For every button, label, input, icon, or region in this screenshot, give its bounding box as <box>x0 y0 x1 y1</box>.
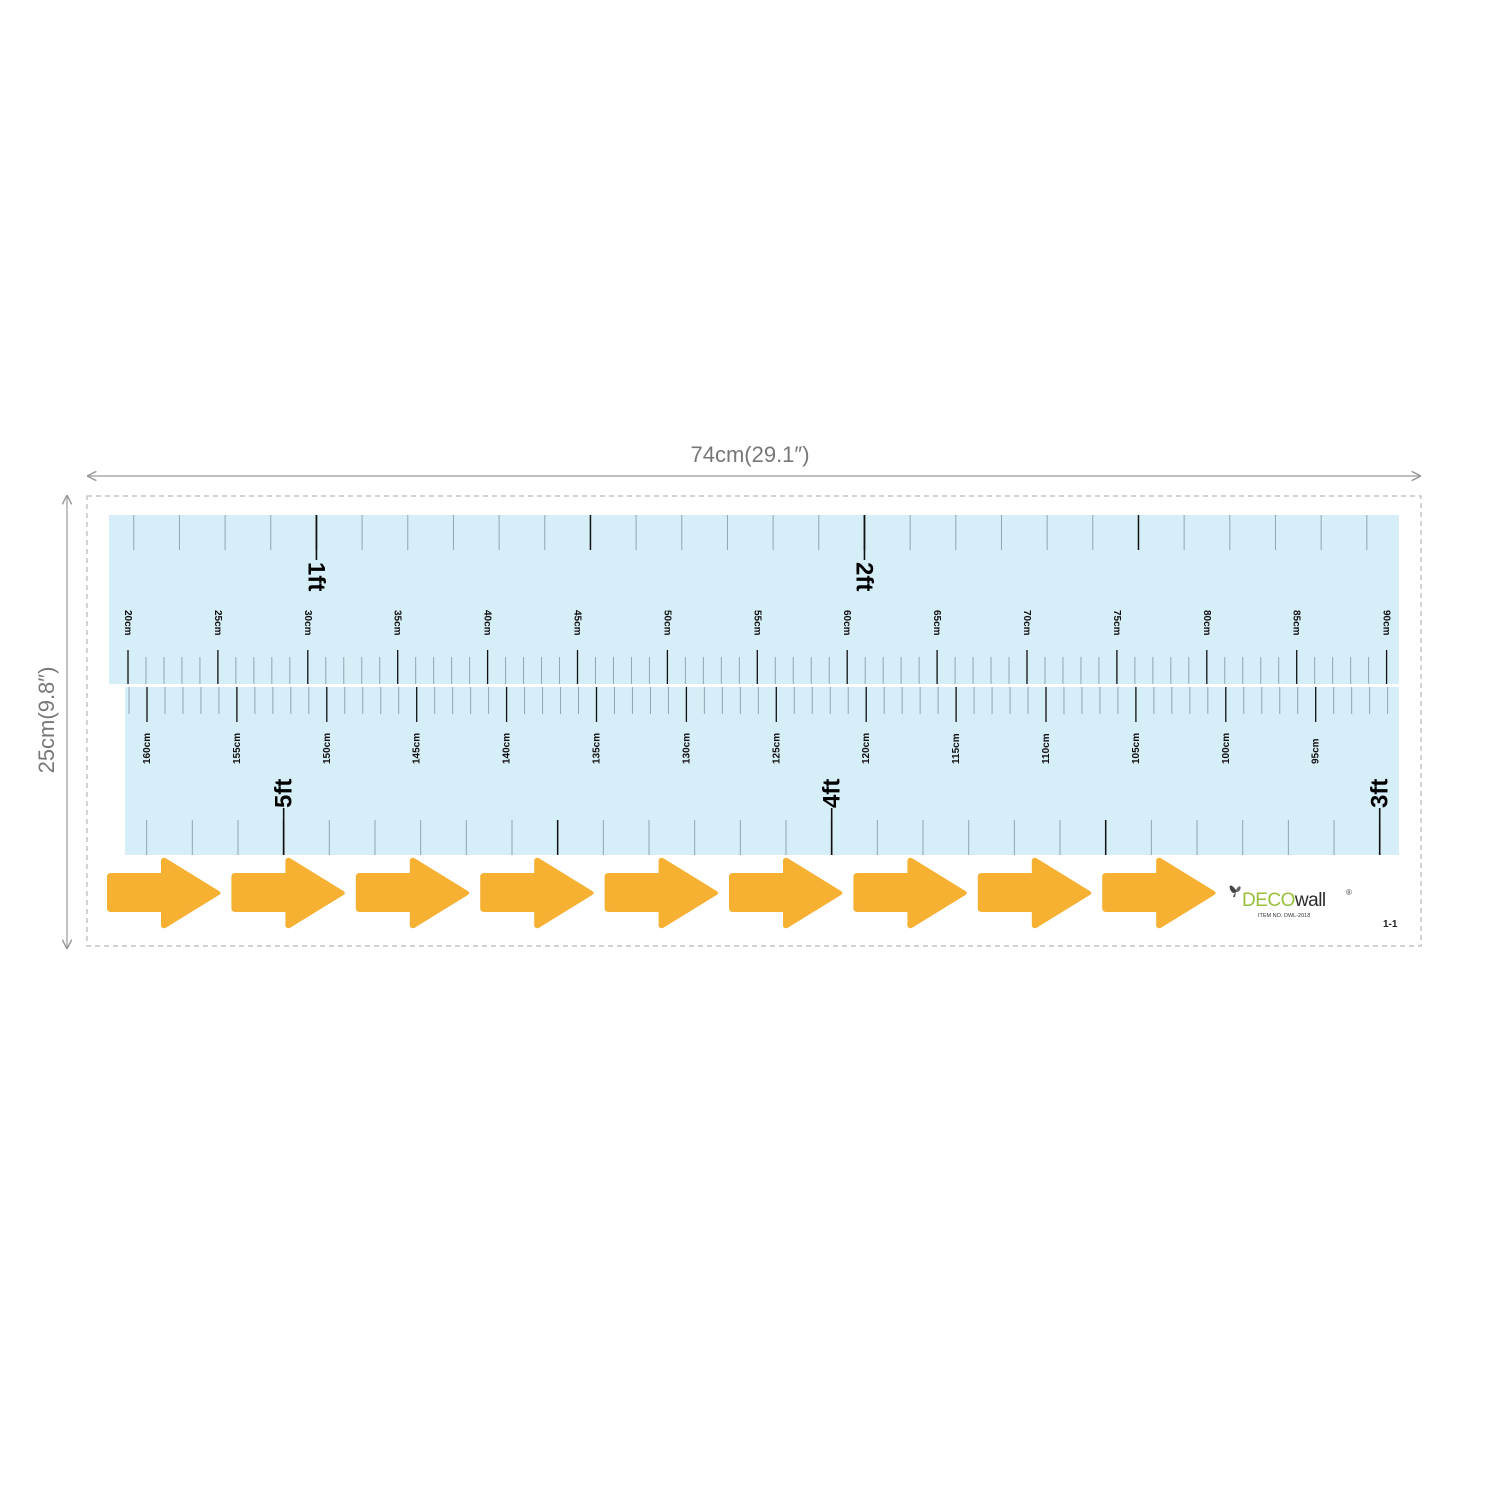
cm-label: 50cm <box>661 610 672 636</box>
cm-label: 120cm <box>861 733 872 764</box>
cm-label: 140cm <box>502 733 513 764</box>
arrow-row <box>107 857 1216 929</box>
butterfly-icon <box>1229 885 1241 898</box>
cm-label: 55cm <box>751 610 762 636</box>
cm-label: 30cm <box>302 610 313 636</box>
cm-label: 125cm <box>771 733 782 764</box>
top-ruler-labels: 20cm 25cm 30cm 35cm 40cm 45cm 50cm 55cm 60cm 65cm… <box>122 562 1392 636</box>
brand-name: DECOwall <box>1242 890 1326 912</box>
top-ruler-strip <box>109 515 1399 684</box>
cm-label: 75cm <box>1111 610 1122 636</box>
cm-label: 105cm <box>1131 733 1142 764</box>
bottom-ruler-labels: 160cm 155cm 150cm 145cm 140cm 135cm 130cm 125cm… <box>142 733 1394 808</box>
bottom-ruler-strip <box>125 687 1399 855</box>
brand-name-prefix: DECO <box>1242 890 1295 911</box>
item-number: ITEM NO. DWL-2018 <box>1258 913 1311 919</box>
cm-label: 115cm <box>951 733 962 764</box>
ft-label: 1ft <box>302 562 329 591</box>
arrow-decal <box>231 857 345 929</box>
cm-label: 45cm <box>572 610 583 636</box>
cm-label: 155cm <box>232 733 243 764</box>
cm-label: 100cm <box>1221 733 1232 764</box>
cm-label: 40cm <box>482 610 493 636</box>
arrow-decal <box>480 857 594 929</box>
arrow-decal <box>977 857 1092 929</box>
cm-label: 65cm <box>931 610 942 636</box>
cm-label: 90cm <box>1381 610 1392 636</box>
cm-label: 85cm <box>1291 610 1302 636</box>
cm-label: 110cm <box>1041 733 1052 764</box>
cm-label: 135cm <box>592 733 603 764</box>
arrow-decal <box>107 857 221 929</box>
ft-label: 3ft <box>1367 779 1394 808</box>
sheet-outline <box>86 495 1422 947</box>
brand-name-suffix: wall <box>1294 890 1326 911</box>
ft-label: 5ft <box>271 779 298 808</box>
cm-label: 80cm <box>1201 610 1212 636</box>
width-dimension-label: 74cm(29.1″) <box>690 442 810 467</box>
ft-label: 4ft <box>819 779 846 808</box>
ft-label: 2ft <box>850 562 877 591</box>
cm-label: 145cm <box>412 733 423 764</box>
cm-label: 20cm <box>122 610 133 636</box>
height-dimension-label: 25cm(9.8″) <box>34 666 59 774</box>
top-ruler-ticks <box>127 515 1388 684</box>
bottom-ruler-ticks <box>128 687 1389 855</box>
arrow-decal <box>853 857 967 929</box>
cm-label: 130cm <box>681 733 692 764</box>
cm-label: 60cm <box>841 610 852 636</box>
cm-label: 35cm <box>392 610 403 636</box>
arrow-decal <box>729 857 843 929</box>
arrow-decal <box>355 857 470 929</box>
brand-registered-mark: ® <box>1346 888 1352 897</box>
cm-label: 160cm <box>142 733 153 764</box>
cm-label: 150cm <box>322 733 333 764</box>
arrow-decal <box>1102 857 1216 929</box>
cm-label: 70cm <box>1021 610 1032 636</box>
sheet-number: 1-1 <box>1383 919 1398 930</box>
cm-label: 25cm <box>212 610 223 636</box>
arrow-decal <box>604 857 719 929</box>
cm-label: 95cm <box>1311 738 1322 764</box>
